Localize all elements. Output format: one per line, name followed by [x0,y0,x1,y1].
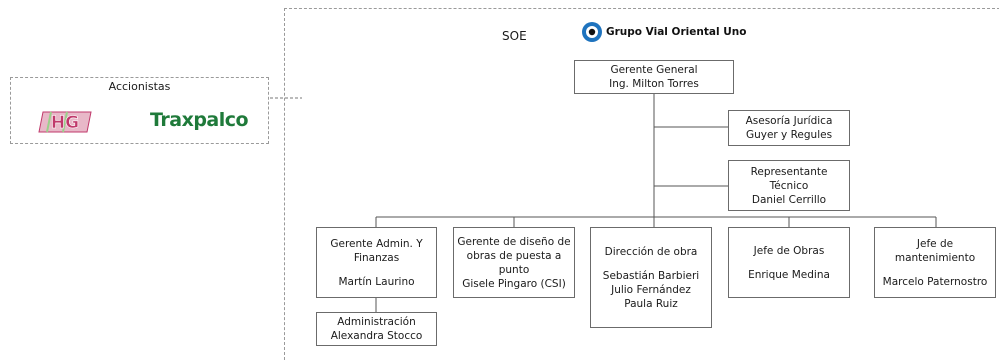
dept-title-line: Gerente de diseño de [457,235,571,248]
administration-title: Administración [337,316,416,328]
circle-logo-icon [582,22,602,42]
dept-title-line: Jefe de [916,237,954,250]
dept-title-line: obras de puesta a [466,249,562,262]
dept-works-direction: Dirección de obra Sebastián Barbieri Jul… [590,227,712,328]
legal-box: Asesoría Jurídica Guyer y Regules [728,110,850,146]
dept-design: Gerente de diseño de obras de puesta a p… [453,227,575,298]
dept-person: Marcelo Paternostro [882,275,988,288]
dept-person: Martín Laurino [338,275,415,288]
traxpalco-logo: Traxpalco [150,109,249,131]
company-logo-text: Grupo Vial Oriental Uno [606,26,747,38]
dept-person: Sebastián Barbieri [602,269,700,282]
shareholders-frame [10,77,269,144]
dept-title-line: punto [498,263,530,276]
dept-works-chief: Jefe de Obras Enrique Medina [728,227,850,298]
dept-title-line: mantenimiento [894,251,976,264]
dept-person: Paula Ruiz [624,297,678,310]
hg-logo-icon: HG [38,111,92,133]
dept-title-line: Jefe de Obras [753,244,825,257]
administration-name: Alexandra Stocco [330,330,423,342]
dept-person: Gisele Pingaro (CSI) [462,277,566,290]
dept-title-line: Finanzas [353,251,400,264]
dept-person: Enrique Medina [748,268,830,281]
technical-name: Daniel Cerrillo [751,193,827,206]
soe-frame [284,8,999,360]
dept-admin-finance: Gerente Admin. Y Finanzas Martín Laurino [316,227,437,298]
dept-title-line: Gerente Admin. Y [330,237,423,250]
soe-label: SOE [502,29,527,43]
dept-maintenance: Jefe de mantenimiento Marcelo Paternostr… [874,227,996,298]
ceo-title: Gerente General [610,64,698,76]
administration-box: Administración Alexandra Stocco [316,312,437,346]
technical-title-1: Representante [750,165,828,178]
dept-person: Julio Fernández [611,283,691,296]
shareholders-title: Accionistas [108,80,171,93]
legal-name: Guyer y Regules [745,129,833,141]
svg-text:HG: HG [51,113,79,133]
ceo-box: Gerente General Ing. Milton Torres [574,60,734,94]
legal-title: Asesoría Jurídica [745,115,833,127]
ceo-name: Ing. Milton Torres [609,78,699,90]
dept-title-line: Dirección de obra [604,245,698,258]
technical-title-2: Técnico [769,179,809,192]
technical-box: Representante Técnico Daniel Cerrillo [728,160,850,211]
